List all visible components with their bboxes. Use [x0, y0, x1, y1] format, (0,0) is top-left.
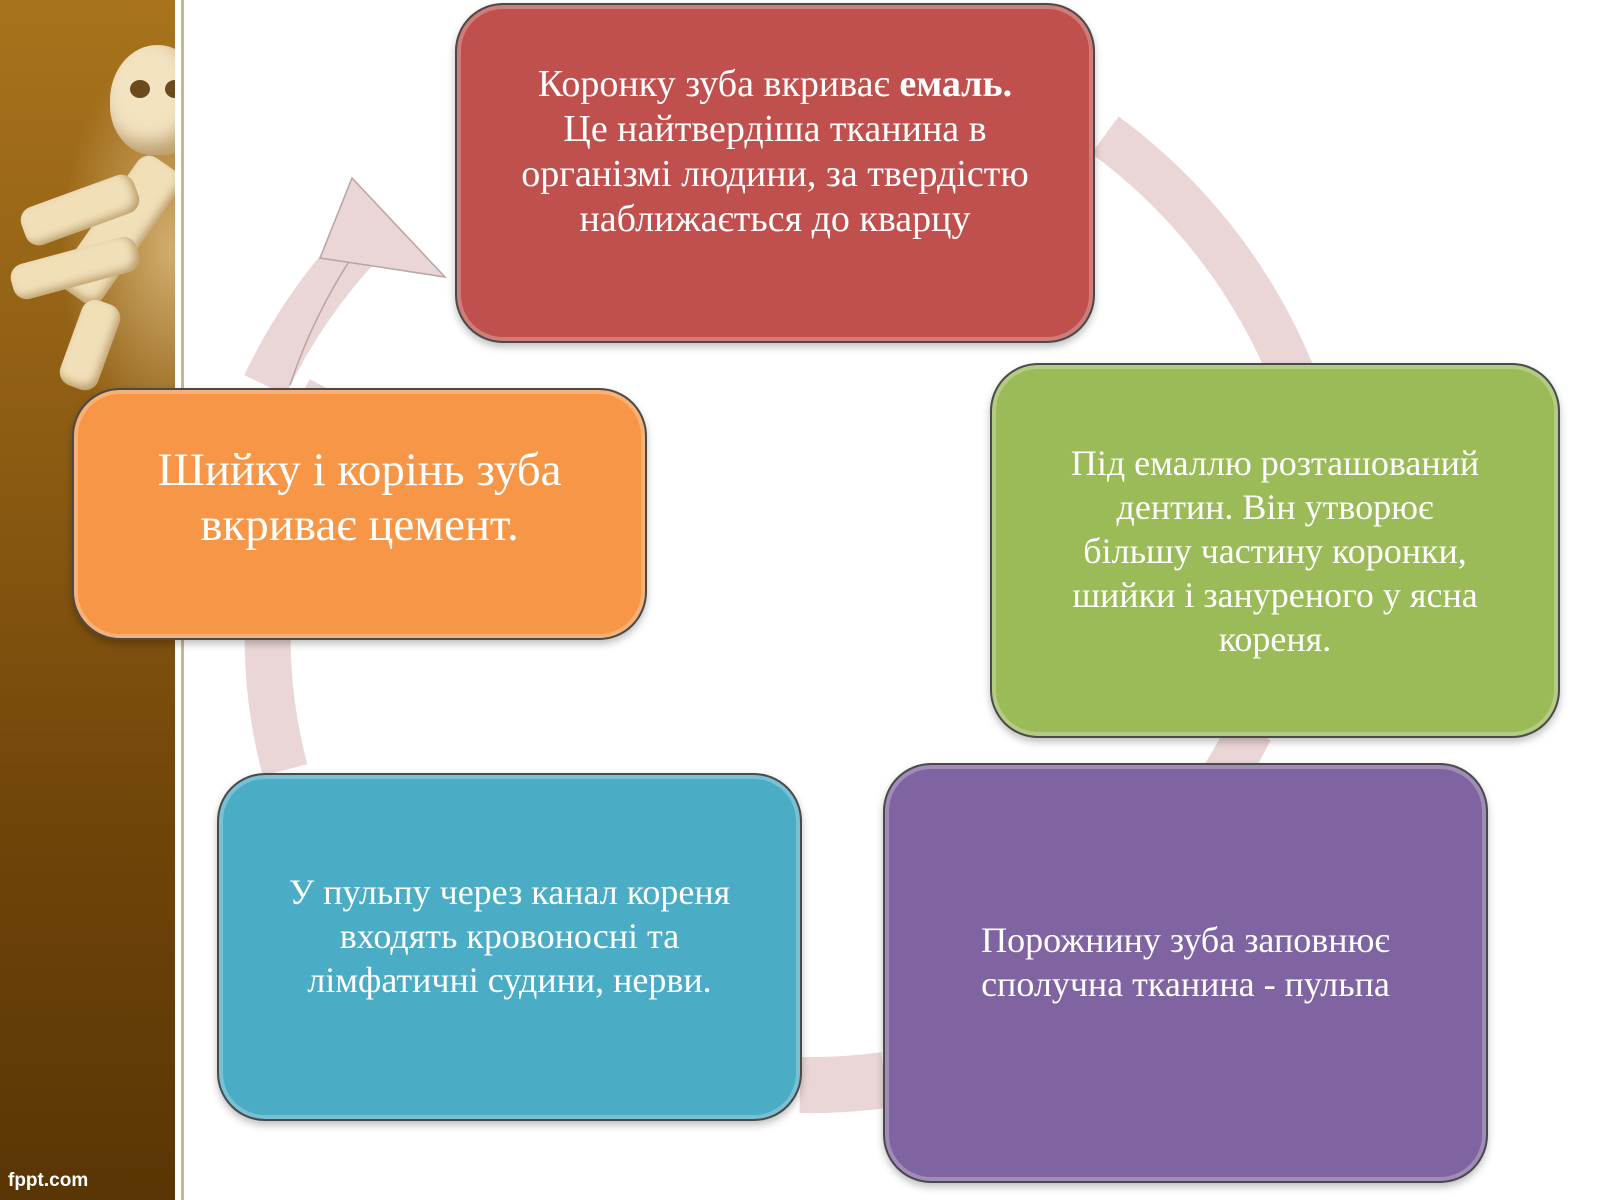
watermark-text: fppt.com — [8, 1170, 89, 1191]
stage-enamel-bold: емаль. — [899, 63, 1013, 105]
cycle-arc-bottom — [799, 1052, 889, 1114]
stage-pulp-text: Порожнину зуба заповнює сполучна тканина… — [981, 920, 1390, 1004]
skull-image — [110, 45, 175, 155]
stage-pulp: Порожнину зуба заповнює сполучна тканина… — [883, 763, 1488, 1183]
stage-dentin-text: Під емаллю розташований дентин. Він утво… — [1070, 442, 1480, 659]
stage-vessels: У пульпу через канал кореня входять кров… — [217, 773, 802, 1121]
stage-dentin: Під емаллю розташований дентин. Він утво… — [990, 363, 1560, 738]
stage-cement-text: Шийку і корінь зуба вкриває цемент. — [157, 444, 562, 551]
stage-enamel: Коронку зуба вкриває емаль.Це найтвердіш… — [455, 3, 1095, 343]
stage-enamel-text: Коронку зуба вкриває емаль.Це найтвердіш… — [521, 62, 1029, 242]
stage-vessels-text: У пульпу через канал кореня входять кров… — [288, 872, 731, 1000]
stage-enamel-lead: Коронку зуба вкриває — [537, 63, 900, 105]
stage-enamel-rest: Це найтвердіша тканина в організмі людин… — [521, 108, 1029, 240]
stage-cement: Шийку і корінь зуба вкриває цемент. — [72, 388, 647, 640]
cycle-arrowhead-icon — [318, 176, 448, 279]
cycle-arc-top-right — [1091, 116, 1322, 403]
